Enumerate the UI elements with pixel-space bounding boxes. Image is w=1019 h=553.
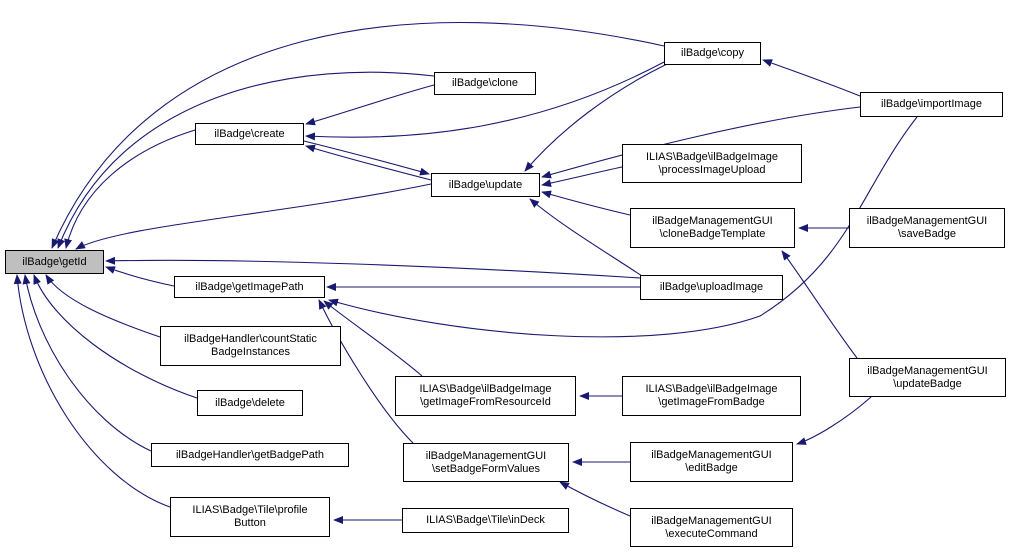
- node-ilbadgeimage-processimageupload[interactable]: ILIAS\Badge\ilBadgeImage \processImageUp…: [622, 144, 802, 183]
- edge-importImage-to-update: [541, 106, 861, 179]
- node-label: ILIAS\Badge\Tile\inDeck: [426, 514, 545, 526]
- node-label: ilBadgeManagementGUI: [651, 449, 772, 461]
- node-ilbadgemanagementgui-executecommand[interactable]: ilBadgeManagementGUI \executeCommand: [630, 508, 793, 547]
- node-label: ilBadge\delete: [215, 396, 285, 409]
- node-label: ilBadgeHandler\countStatic: [184, 333, 317, 345]
- node-label: ilBadgeManagementGUI: [651, 514, 772, 527]
- node-label: \cloneBadgeTemplate: [659, 228, 766, 240]
- node-label: \getImageFromBadge: [658, 396, 765, 408]
- node-label: \editBadge: [685, 462, 738, 474]
- node-ilbadge-uploadimage[interactable]: ilBadge\uploadImage: [640, 275, 783, 300]
- node-label: \processImageUpload: [658, 163, 766, 176]
- edge-cloneBadgeTemplate-to-update: [541, 190, 631, 216]
- node-label: BadgeInstances: [211, 346, 290, 358]
- node-label: ilBadge\update: [448, 178, 523, 191]
- node-ilbadgemanagementgui-setbadgeformvalues[interactable]: ilBadgeManagementGUI \setBadgeFormValues: [403, 443, 569, 482]
- edge-create-to-update: [303, 140, 430, 176]
- edge-executeCommand-to-setBadgeFormValues: [559, 481, 631, 517]
- edge-profileButton-to-getId: [13, 274, 171, 508]
- node-label: ilBadge\copy: [681, 47, 744, 59]
- edge-uploadImage-to-getId: [105, 256, 641, 279]
- edge-copy-to-create: [305, 61, 665, 141]
- node-label: ILIAS\Badge\ilBadgeImage: [645, 150, 779, 163]
- edge-updateBadge-to-editBadge: [796, 396, 872, 445]
- edge-copy-to-update: [524, 63, 668, 172]
- node-ilbadgemanagementgui-updatebadge[interactable]: ilBadgeManagementGUI \updateBadge: [849, 358, 1006, 397]
- node-ilbadgemanagementgui-savebadge[interactable]: ilBadgeManagementGUI \saveBadge: [849, 208, 1005, 248]
- edge-countStaticBadgeInstances-to-getId: [45, 274, 161, 338]
- node-tile-indeck[interactable]: ILIAS\Badge\Tile\inDeck: [402, 508, 569, 533]
- node-label: \setBadgeFormValues: [431, 462, 541, 475]
- edge-clone-to-getId: [57, 71, 435, 249]
- node-label: ilBadge\create: [214, 127, 285, 140]
- edge-importImage-to-getImagePath: [328, 116, 918, 338]
- node-ilbadge-update[interactable]: ilBadge\update: [431, 173, 540, 197]
- node-ilbadge-delete[interactable]: ilBadge\delete: [197, 390, 303, 416]
- edge-getImagePath-to-getId: [105, 266, 175, 287]
- edge-create-to-getId: [64, 129, 196, 249]
- node-ilbadge-importimage[interactable]: ilBadge\importImage: [860, 92, 1003, 117]
- node-ilbadge-getimagepath[interactable]: ilBadge\getImagePath: [174, 276, 325, 298]
- node-ilbadgehandler-countstaticbadgeinstances[interactable]: ilBadgeHandler\countStatic BadgeInstance…: [160, 326, 341, 366]
- edge-delete-to-getId: [33, 274, 198, 399]
- node-label: ilBadgeManagementGUI: [652, 215, 773, 227]
- node-label: ilBadgeManagementGUI: [867, 364, 988, 377]
- edge-update-to-getId: [75, 183, 432, 250]
- node-label: \saveBadge: [897, 228, 957, 240]
- node-ilbadgemanagementgui-editbadge[interactable]: ilBadgeManagementGUI \editBadge: [630, 442, 793, 482]
- edge-updateBadge-to-cloneBadgeTemplate: [781, 250, 858, 359]
- node-label: ilBadge\getId: [22, 255, 87, 268]
- node-ilbadge-clone[interactable]: ilBadge\clone: [434, 72, 536, 95]
- edge-clone-to-create: [305, 84, 435, 126]
- node-ilbadgeimage-getimagefrombadge[interactable]: ILIAS\Badge\ilBadgeImage \getImageFromBa…: [622, 376, 801, 416]
- edge-uploadImage-to-update: [529, 198, 643, 277]
- node-label: ilBadge\getImagePath: [195, 280, 304, 293]
- node-label: \updateBadge: [893, 377, 962, 390]
- edge-copy-to-getId: [51, 21, 665, 249]
- node-label: \executeCommand: [665, 527, 758, 540]
- node-ilbadgemanagementgui-clonebadgetemplate[interactable]: ilBadgeManagementGUI \cloneBadgeTemplate: [630, 208, 795, 248]
- node-label: ilBadge\importImage: [881, 98, 982, 110]
- node-label: ILIAS\Badge\ilBadgeImage: [419, 383, 552, 395]
- edge-update-to-create: [305, 144, 432, 181]
- node-label: \getImageFromResourceId: [420, 396, 551, 408]
- node-ilbadge-getid: ilBadge\getId: [5, 250, 104, 274]
- node-label: ILIAS\Badge\Tile\profile: [192, 504, 308, 516]
- node-label: ilBadgeManagementGUI: [425, 449, 547, 462]
- node-label: Button: [234, 517, 266, 529]
- edge-importImage-to-copy: [762, 59, 861, 97]
- node-tile-profilebutton[interactable]: ILIAS\Badge\Tile\profile Button: [170, 497, 330, 537]
- edge-setBadgeFormValues-to-getImagePath: [318, 299, 414, 444]
- node-ilbadge-create[interactable]: ilBadge\create: [195, 123, 304, 145]
- node-ilbadgehandler-getbadgepath[interactable]: ilBadgeHandler\getBadgePath: [151, 443, 349, 467]
- node-label: ilBadge\clone: [451, 77, 519, 89]
- edge-getBadgePath-to-getId: [22, 274, 152, 452]
- edge-getImageFromResourceId-to-getImagePath: [323, 300, 423, 377]
- node-ilbadgeimage-getimagefromresourceid[interactable]: ILIAS\Badge\ilBadgeImage \getImageFromRe…: [395, 376, 576, 416]
- node-label: ilBadge\uploadImage: [659, 281, 764, 293]
- node-label: ILIAS\Badge\ilBadgeImage: [645, 383, 778, 395]
- node-label: ilBadgeManagementGUI: [866, 215, 988, 227]
- edge-processImageUpload-to-update: [541, 166, 623, 188]
- node-ilbadge-copy[interactable]: ilBadge\copy: [664, 42, 761, 65]
- node-label: ilBadgeHandler\getBadgePath: [175, 448, 324, 461]
